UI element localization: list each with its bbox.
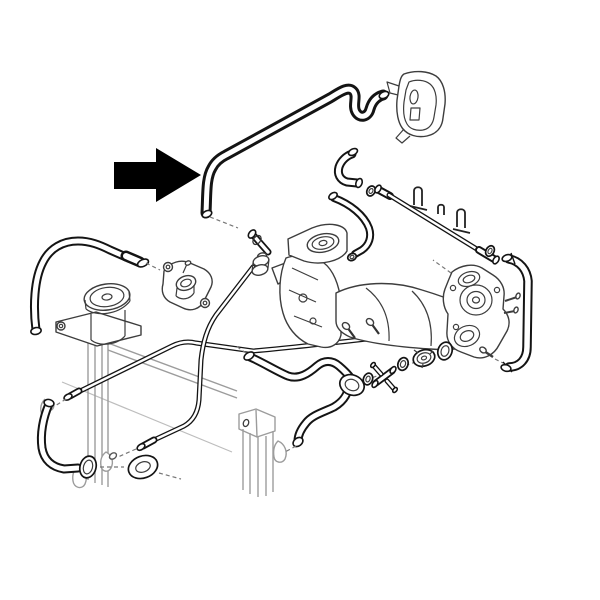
hose-end-port (328, 191, 338, 201)
hose-end-port (501, 253, 513, 263)
hose-mouth (338, 373, 366, 397)
heater-hose-highlighted (200, 83, 390, 229)
selection-arrow (114, 148, 201, 202)
stub-port (247, 229, 257, 239)
clamp-ring-icon (484, 244, 496, 258)
pipe-clip-icon (413, 186, 423, 206)
hose-end-port (201, 209, 213, 219)
thermostat-and-seals (362, 341, 454, 394)
o-ring-icon (396, 356, 410, 372)
hose-end-port (243, 351, 255, 361)
hose-end-port (500, 363, 512, 373)
curved-hose-right (484, 244, 533, 373)
bypass-hose (235, 345, 366, 453)
pipe-end-port (136, 442, 146, 452)
lower-radiator-hose (36, 398, 182, 480)
upper-radiator-hose (29, 236, 161, 336)
thermostat-housing (161, 260, 213, 311)
clamp-ring-icon (127, 454, 159, 480)
radiator-tab-icon (272, 440, 287, 463)
stud-icon (504, 296, 518, 302)
clipped-pipe (374, 184, 500, 265)
hose-end-port (378, 90, 390, 100)
hose-end-port (43, 398, 55, 408)
coolant-outlet-housing (432, 259, 521, 364)
mounting-bracket (386, 70, 446, 144)
clamp-ring-icon (365, 185, 377, 197)
hose-end-port (30, 326, 42, 336)
clamp-ring-icon (362, 372, 374, 386)
pipe-clip-icon (456, 208, 466, 228)
clamp-ring-icon (346, 252, 358, 262)
tank-bracket-plate (55, 311, 142, 347)
hose-end-port (292, 436, 304, 448)
expansion-tank (55, 283, 142, 347)
arrow-right-icon (114, 148, 201, 202)
pipe-end-port (492, 255, 500, 265)
pipe-end-port (63, 393, 73, 401)
radiator (40, 333, 287, 497)
grommet-icon (108, 452, 118, 460)
hose-end-port (354, 177, 364, 189)
hose-end-port (136, 258, 150, 268)
elbow-hose (333, 147, 377, 197)
heater-pipe-bent (108, 264, 256, 460)
pipe-end-port (374, 184, 382, 194)
hose-end-port (347, 147, 359, 157)
pipe-stub-icon (437, 203, 445, 215)
